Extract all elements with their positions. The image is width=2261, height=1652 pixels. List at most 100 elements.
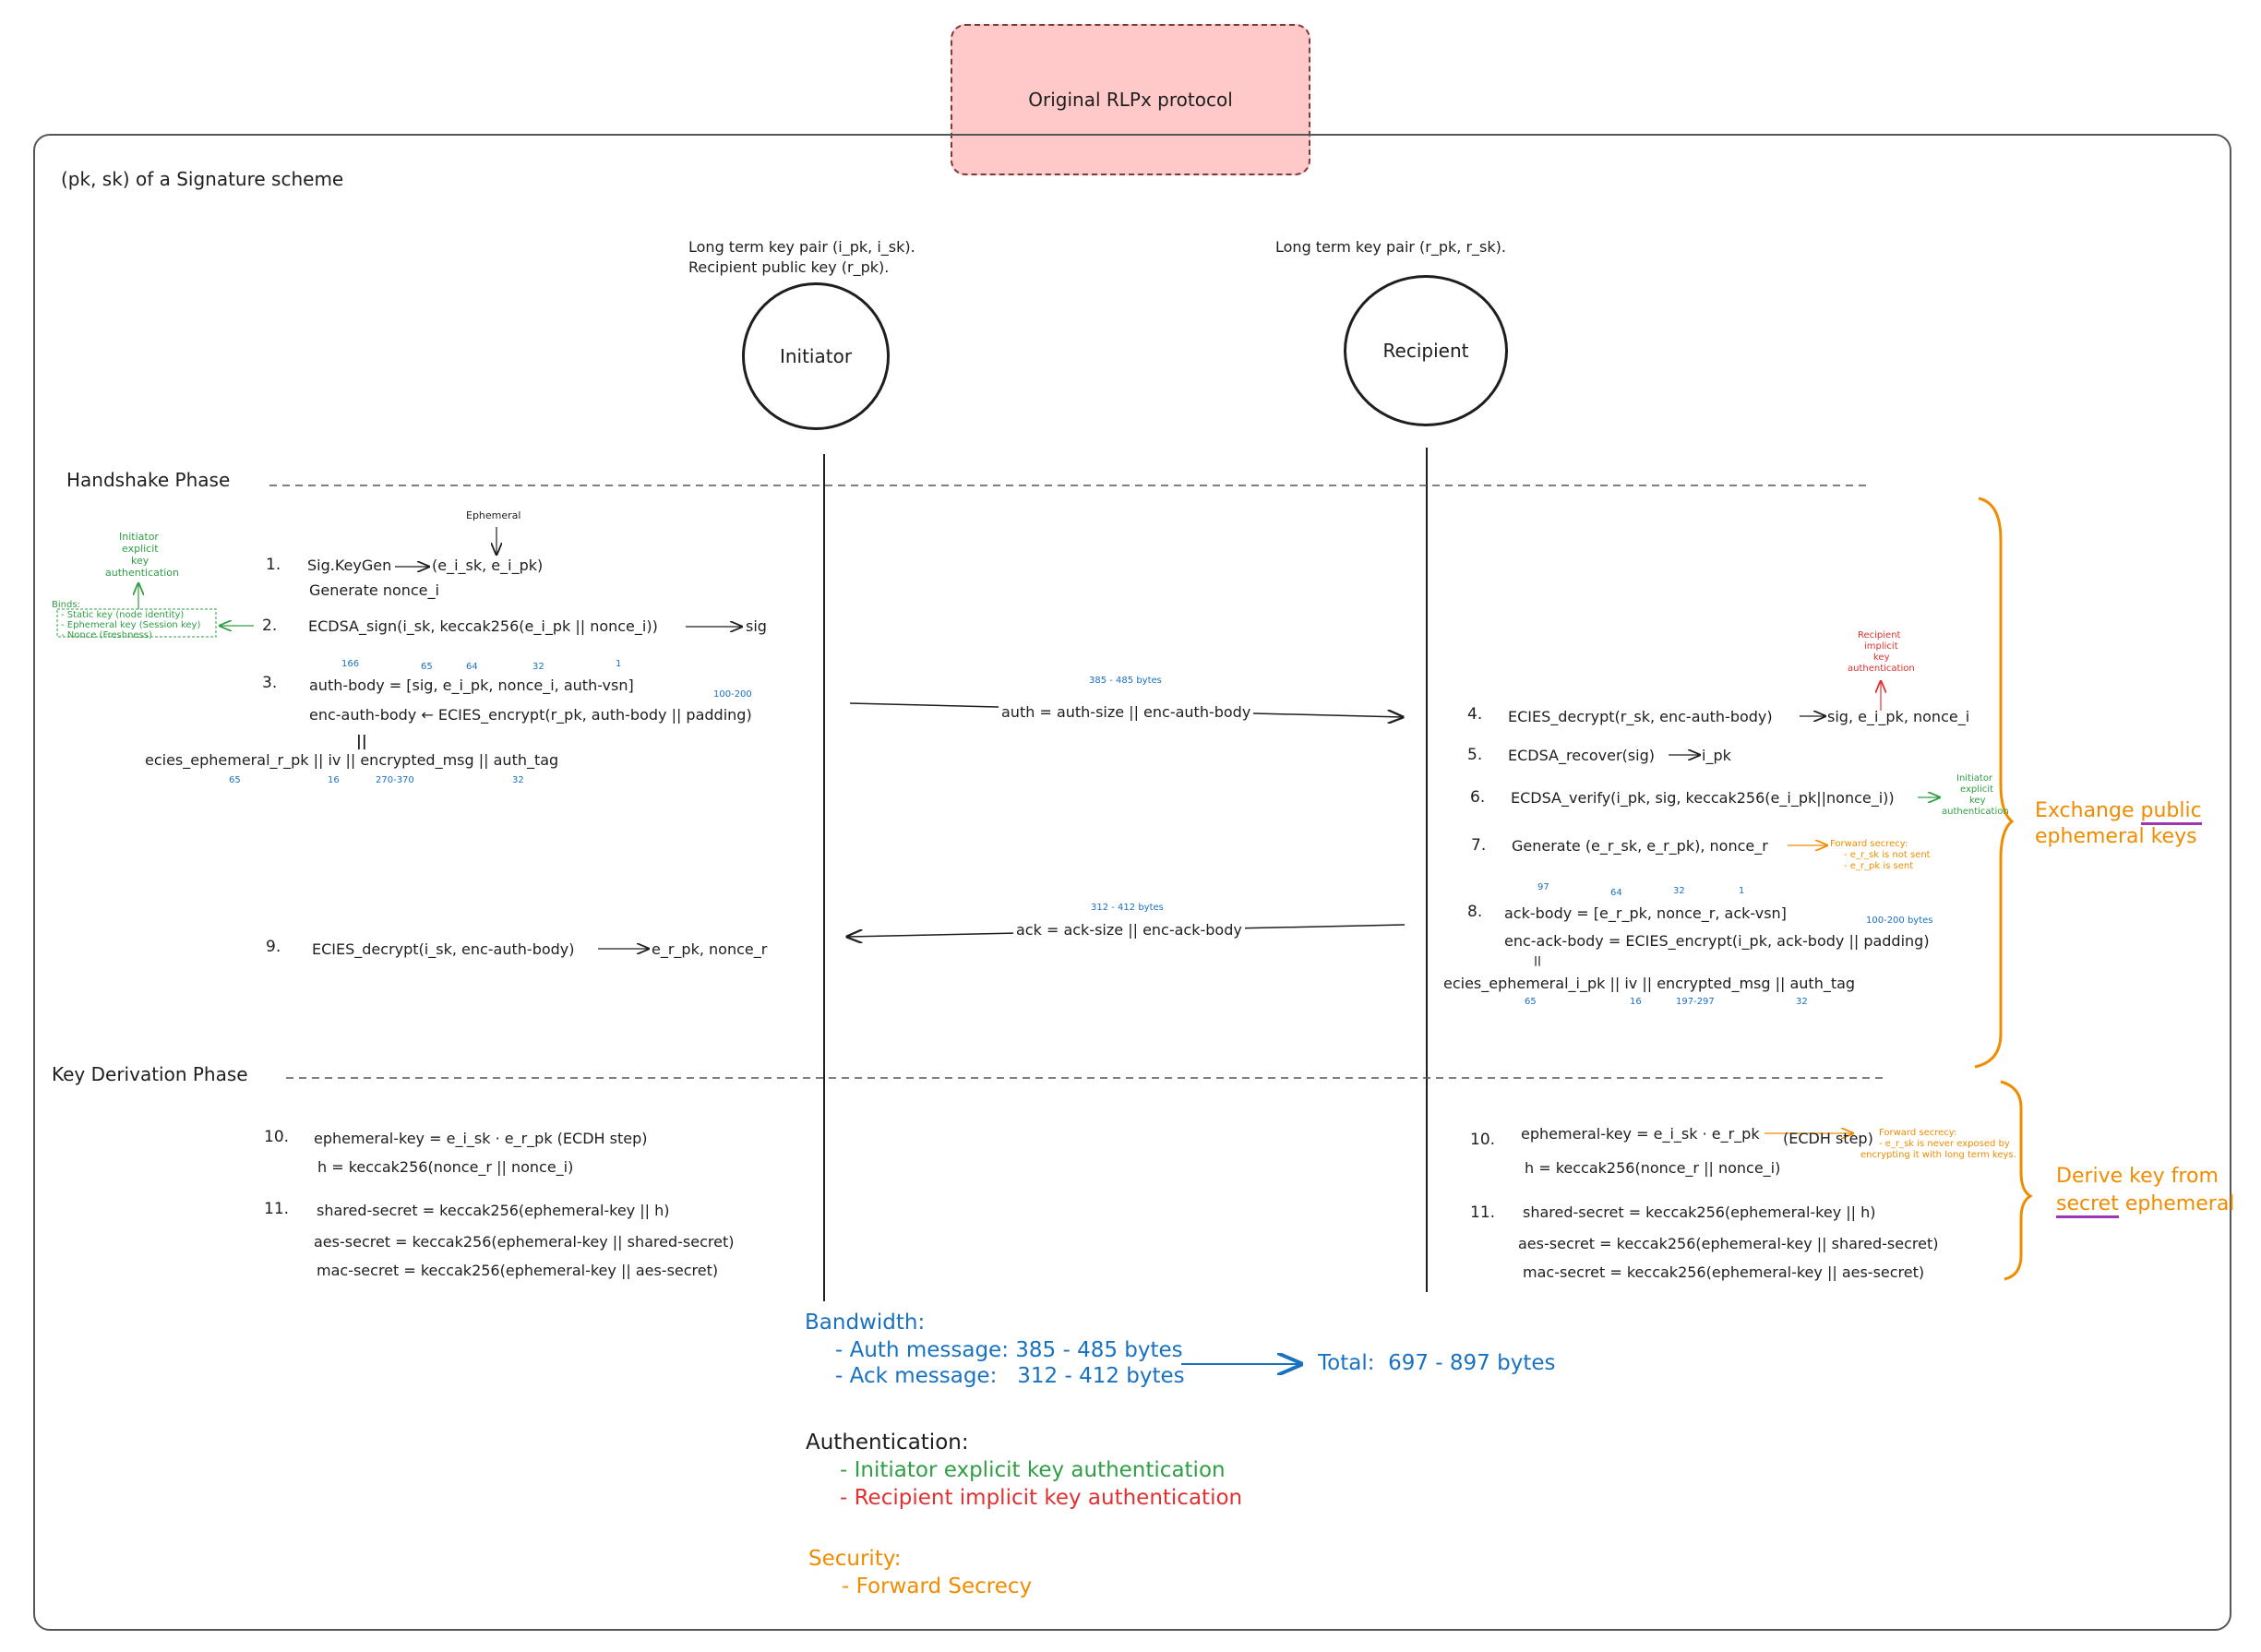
auth-size-label: 385 - 485 bytes	[1089, 676, 1162, 686]
auth-body-size-vsn-b: 1	[616, 659, 622, 669]
authentication-recipient: - Recipient implicit key authentication	[840, 1486, 1243, 1510]
ephemeral-label: Ephemeral	[466, 509, 521, 521]
initiator-note-1: Long term key pair (i_pk, i_sk).	[688, 238, 915, 256]
ack-ecies-size-tag: 32	[1796, 997, 1808, 1007]
ack-body-size-vsn-b: 1	[1739, 886, 1745, 896]
ack-message-label: ack = ack-size || enc-ack-body	[1013, 921, 1245, 939]
kd-recip-11-mac: mac-secret = keccak256(ephemeral-key || …	[1523, 1263, 1925, 1281]
fs-note-title: Forward secrecy:	[1830, 839, 1908, 849]
frame-label: (pk, sk) of a Signature scheme	[61, 168, 344, 190]
kd-init-11-number: 11.	[264, 1200, 290, 1218]
public-word: public	[2140, 799, 2202, 825]
binds-auth-3: key	[131, 555, 150, 567]
step-1-result: (e_i_sk, e_i_pk)	[432, 557, 544, 574]
kd-init-11-shared: shared-secret = keccak256(ephemeral-key …	[317, 1202, 670, 1219]
step-5-recover: ECDSA_recover(sig)	[1508, 747, 1655, 764]
kd-init-10-ecdh: ephemeral-key = e_i_sk · e_r_pk (ECDH st…	[314, 1130, 648, 1147]
step-6-number: 6.	[1470, 788, 1486, 807]
security-forward-secrecy: - Forward Secrecy	[842, 1574, 1033, 1598]
step-2-result: sig	[746, 617, 767, 635]
handshake-phase-label: Handshake Phase	[66, 469, 231, 491]
binds-auth-4: authentication	[105, 567, 179, 579]
step-8-number: 8.	[1467, 903, 1483, 921]
step-9-result: e_r_pk, nonce_r	[652, 940, 768, 958]
step-9-decrypt: ECIES_decrypt(i_sk, enc-auth-body)	[312, 940, 575, 958]
step-5-result: i_pk	[1702, 747, 1731, 764]
step-5-number: 5.	[1467, 746, 1483, 764]
diagram-frame	[33, 134, 2231, 1631]
step-4-number: 4.	[1467, 705, 1483, 724]
binds-auth-1: Initiator	[119, 531, 159, 543]
auth-body-size-epk: 65	[421, 662, 433, 672]
kd-recip-10-ecdh-label: (ECDH step)	[1783, 1130, 1873, 1147]
ack-ecies-size-msg: 197-297	[1676, 997, 1715, 1007]
security-title: Security:	[808, 1547, 902, 1571]
ack-ecies-size-iv: 16	[1630, 997, 1642, 1007]
binds-auth-2: explicit	[122, 543, 159, 555]
implicit-auth-1: Recipient	[1858, 630, 1901, 640]
binds-line-1: - Static key (node identity)	[61, 610, 185, 620]
binds-line-3: - Nonce (Freshness)	[61, 630, 152, 640]
ack-body-size-vsn-a: 32	[1673, 886, 1685, 896]
initiator-node: Initiator	[742, 282, 890, 430]
step-1-keygen: Sig.KeyGen	[307, 557, 392, 574]
kd-init-10-number: 10.	[264, 1128, 290, 1146]
explicit-auth-1: Initiator	[1956, 773, 1993, 784]
bandwidth-total: Total: 697 - 897 bytes	[1318, 1351, 1556, 1375]
step-3-equals: ||	[356, 732, 367, 749]
kd-fs-note-line-1: - e_r_sk is never exposed by	[1879, 1139, 2010, 1149]
implicit-auth-4: authentication	[1848, 664, 1915, 674]
step-3-enc-auth-body: enc-auth-body ← ECIES_encrypt(r_pk, auth…	[309, 706, 752, 724]
explicit-auth-4: authentication	[1942, 807, 2009, 817]
step-8-enc-ack-body: enc-ack-body = ECIES_encrypt(i_pk, ack-b…	[1504, 932, 1930, 950]
step-7-generate: Generate (e_r_sk, e_r_pk), nonce_r	[1512, 837, 1768, 855]
kd-init-11-mac: mac-secret = keccak256(ephemeral-key || …	[317, 1262, 719, 1279]
binds-title: Binds:	[52, 600, 80, 610]
ack-size-label: 312 - 412 bytes	[1091, 903, 1164, 913]
ack-ecies-size-epk: 65	[1525, 997, 1537, 1007]
step-6-verify: ECDSA_verify(i_pk, sig, keccak256(e_i_pk…	[1511, 789, 1895, 807]
kd-recip-11-shared: shared-secret = keccak256(ephemeral-key …	[1523, 1203, 1876, 1221]
kd-recip-10-number: 10.	[1470, 1131, 1496, 1149]
initiator-note-2: Recipient public key (r_pk).	[688, 258, 890, 276]
explicit-auth-3: key	[1969, 796, 1986, 806]
binds-line-2: - Ephemeral key (Session key)	[61, 620, 201, 630]
step-3-auth-body: auth-body = [sig, e_i_pk, nonce_i, auth-…	[309, 676, 634, 694]
implicit-auth-2: implicit	[1864, 641, 1898, 652]
diagram-title: Original RLPx protocol	[1028, 89, 1233, 111]
explicit-auth-2: explicit	[1960, 784, 1993, 795]
fs-note-line-1: - e_r_sk is not sent	[1844, 850, 1931, 860]
secret-word: secret	[2056, 1192, 2119, 1218]
auth-message-label: auth = auth-size || enc-auth-body	[999, 703, 1254, 721]
ecies-size-tag: 32	[512, 775, 524, 785]
exchange-label-line-2: ephemeral keys	[2035, 825, 2197, 848]
step-7-number: 7.	[1471, 836, 1487, 855]
auth-body-size-nonce: 64	[466, 662, 478, 672]
implicit-auth-3: key	[1873, 652, 1890, 663]
bandwidth-title: Bandwidth:	[805, 1311, 926, 1335]
step-2-sign: ECDSA_sign(i_sk, keccak256(e_i_pk || non…	[308, 617, 658, 635]
ack-body-size-nonce: 64	[1610, 888, 1622, 898]
auth-body-size-sig: 166	[341, 659, 360, 669]
initiator-label: Initiator	[779, 345, 853, 367]
ecies-size-msg: 270-370	[376, 775, 414, 785]
step-3-ecies-structure: ecies_ephemeral_r_pk || iv || encrypted_…	[145, 751, 559, 769]
binds-box	[56, 608, 217, 638]
padding-size: 100-200	[713, 689, 752, 700]
derive-brace	[2000, 1080, 2033, 1281]
step-4-result: sig, e_i_pk, nonce_i	[1827, 708, 1970, 725]
step-4-decrypt: ECIES_decrypt(r_sk, enc-auth-body)	[1508, 708, 1773, 725]
kd-recip-10-h: h = keccak256(nonce_r || nonce_i)	[1525, 1159, 1781, 1177]
auth-body-size-vsn-a: 32	[532, 662, 544, 672]
authentication-title: Authentication:	[806, 1431, 969, 1454]
exchange-word: Exchange	[2035, 799, 2135, 822]
bandwidth-ack: - Ack message: 312 - 412 bytes	[835, 1364, 1185, 1388]
derive-label-line-1: Derive key from	[2056, 1165, 2219, 1188]
step-8-equals: ||	[1534, 954, 1542, 966]
ecies-size-epk: 65	[229, 775, 241, 785]
bandwidth-auth: - Auth message: 385 - 485 bytes	[835, 1338, 1183, 1362]
step-1-nonce: Generate nonce_i	[309, 581, 439, 599]
key-derivation-phase-label: Key Derivation Phase	[52, 1063, 248, 1085]
kd-recip-11-aes: aes-secret = keccak256(ephemeral-key || …	[1518, 1235, 1939, 1252]
